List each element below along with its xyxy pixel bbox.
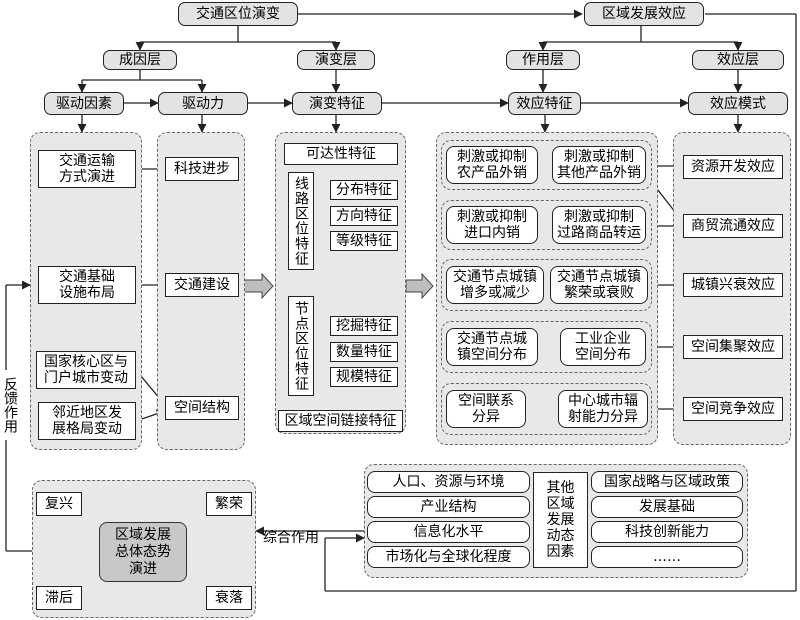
state-decline: 衰落 bbox=[206, 586, 252, 610]
node-mining: 挖掘特征 bbox=[330, 316, 398, 336]
accessibility-features: 可达性特征 bbox=[284, 143, 398, 165]
radiation-divergence: 中心城市辐 射能力分异 bbox=[558, 390, 648, 428]
regional-link-features: 区域空间链接特征 bbox=[278, 410, 403, 432]
trade-circulation-effect: 商贸流通效应 bbox=[683, 214, 783, 238]
resource-development-effect: 资源开发效应 bbox=[683, 155, 783, 179]
cause-layer-box: 成因层 bbox=[103, 50, 177, 70]
dyn-tech-innovation: 科技创新能力 bbox=[591, 521, 743, 543]
driving-force-box: 驱动力 bbox=[158, 92, 248, 115]
industry-distribution-effect: 工业企业 空间分布 bbox=[560, 328, 646, 366]
dyn-informatization: 信息化水平 bbox=[367, 521, 530, 543]
transit-goods-effect: 刺激或抑制 过路商品转运 bbox=[552, 206, 646, 244]
line-grade: 等级特征 bbox=[330, 231, 398, 251]
feedback-label: 反馈作用 bbox=[0, 370, 20, 440]
node-scale: 规模特征 bbox=[330, 367, 398, 387]
overall-trend-center: 区域发展 总体态势 演进 bbox=[99, 522, 187, 582]
spatial-link-divergence: 空间联系 分异 bbox=[446, 390, 526, 428]
spatial-competition-effect: 空间竞争效应 bbox=[683, 397, 783, 421]
traffic-location-evolution-title: 交通区位演变 bbox=[178, 2, 298, 26]
driving-factors-box: 驱动因素 bbox=[44, 92, 124, 115]
dyn-population-resources: 人口、资源与环境 bbox=[367, 471, 530, 493]
state-lag: 滞后 bbox=[36, 586, 82, 610]
evolution-features-box: 演变特征 bbox=[292, 92, 382, 115]
force-transport-construction: 交通建设 bbox=[165, 273, 239, 297]
node-town-prosperity-effect: 交通节点城镇 繁荣或衰败 bbox=[550, 266, 648, 304]
dyn-ellipsis: …… bbox=[591, 546, 743, 568]
dyn-other-factors: 其他区域发展动态因素 bbox=[533, 472, 588, 568]
effect-layer-box: 作用层 bbox=[506, 50, 580, 70]
driver-core-area-change: 国家核心区与 门户城市变动 bbox=[36, 351, 136, 389]
force-spatial-structure: 空间结构 bbox=[165, 396, 239, 420]
driver-transport-mode: 交通运输 方式演进 bbox=[38, 150, 136, 188]
force-tech-progress: 科技进步 bbox=[165, 157, 239, 181]
dyn-national-strategy: 国家战略与区域政策 bbox=[591, 471, 743, 493]
node-quantity: 数量特征 bbox=[330, 342, 398, 362]
driver-infrastructure-layout: 交通基础 设施布局 bbox=[38, 266, 136, 304]
import-sale-effect: 刺激或抑制 进口内销 bbox=[446, 206, 538, 244]
node-location-features: 节点区位特征 bbox=[288, 296, 314, 396]
state-prosper: 繁荣 bbox=[206, 492, 252, 516]
other-export-effect: 刺激或抑制 其他产品外销 bbox=[552, 146, 646, 184]
dyn-market-globalization: 市场化与全球化程度 bbox=[367, 546, 530, 568]
driver-neighbor-pattern-change: 邻近地区发 展格局变动 bbox=[38, 402, 136, 440]
state-revive: 复兴 bbox=[36, 492, 82, 516]
combined-effect-label: 综合作用 bbox=[263, 530, 319, 546]
dyn-development-basis: 发展基础 bbox=[591, 496, 743, 518]
line-location-features: 线路区位特征 bbox=[288, 172, 314, 270]
effect-modes-box: 效应模式 bbox=[688, 92, 788, 115]
dyn-industrial-structure: 产业结构 bbox=[367, 496, 530, 518]
regional-development-effect-title: 区域发展效应 bbox=[584, 2, 704, 26]
response-layer-box: 效应层 bbox=[692, 50, 784, 70]
spatial-agglomeration-effect: 空间集聚效应 bbox=[683, 335, 783, 359]
evolution-layer-box: 演变层 bbox=[297, 50, 375, 70]
line-direction: 方向特征 bbox=[330, 206, 398, 226]
node-town-count-effect: 交通节点城镇 增多或减少 bbox=[446, 266, 544, 304]
feedback-text: 反馈作用 bbox=[2, 377, 18, 433]
agri-export-effect: 刺激或抑制 农产品外销 bbox=[446, 146, 538, 184]
effect-features-box: 效应特征 bbox=[508, 92, 581, 115]
node-town-distribution-effect: 交通节点城 镇空间分布 bbox=[446, 328, 538, 366]
town-rise-fall-effect: 城镇兴衰效应 bbox=[683, 273, 783, 297]
line-distribution: 分布特征 bbox=[330, 180, 398, 200]
